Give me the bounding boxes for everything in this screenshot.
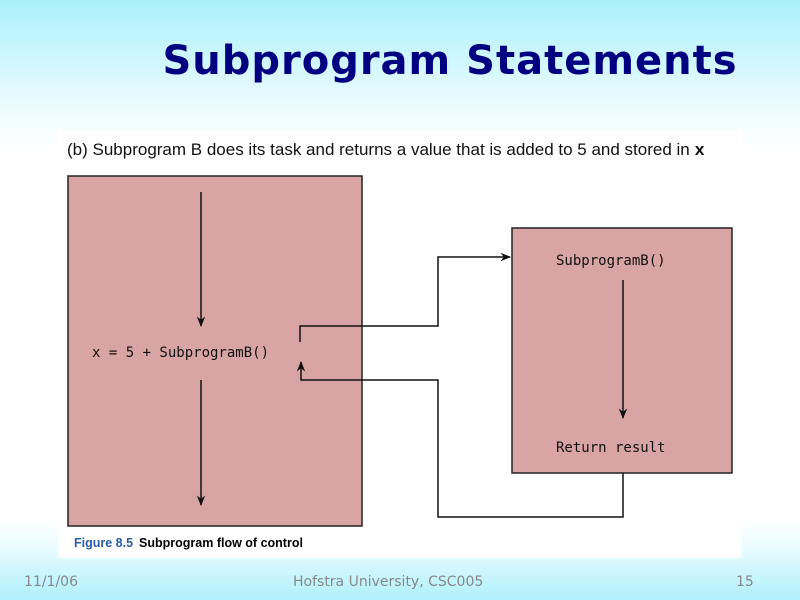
callee-box <box>511 227 733 474</box>
callee-name: SubprogramB() <box>556 253 666 269</box>
return-arrow <box>296 360 624 518</box>
figure-heading-var: x <box>694 142 705 161</box>
figure-number: Figure 8.5 <box>74 536 134 550</box>
call-arrow <box>299 252 512 342</box>
footer-text: Hofstra University, CSC005 <box>293 574 484 590</box>
caller-box <box>67 175 363 527</box>
callee-return: Return result <box>556 440 666 456</box>
page-number: 15 <box>736 574 754 590</box>
caller-statement: x = 5 + SubprogramB() <box>92 345 269 361</box>
slide-title: Subprogram Statements <box>162 38 738 84</box>
figure-caption-text: Subprogram flow of control <box>139 536 303 550</box>
figure-heading-text: (b) Subprogram B does its task and retur… <box>67 140 690 159</box>
figure-heading: (b) Subprogram B does its task and retur… <box>67 140 705 161</box>
footer-date: 11/1/06 <box>24 574 78 590</box>
figure-caption: Figure 8.5 Subprogram flow of control <box>74 536 303 550</box>
